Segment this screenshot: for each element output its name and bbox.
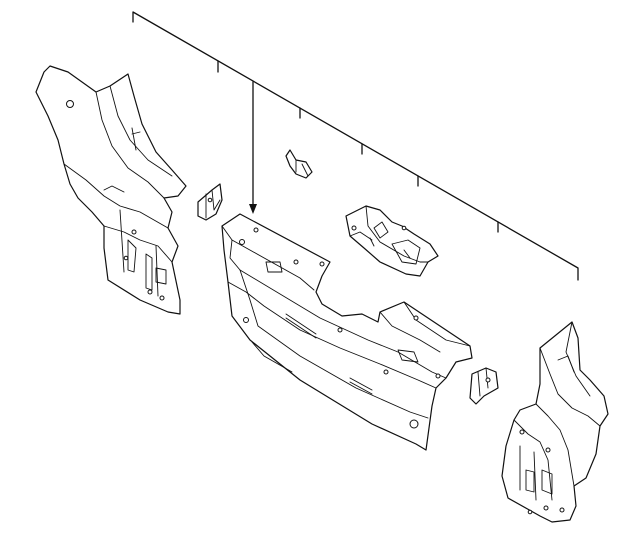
upper-reinforcement: [345, 205, 439, 277]
callout-leader: [132, 11, 579, 281]
left-bracket: [197, 183, 223, 221]
small-clip: [285, 149, 313, 179]
right-side-panel: [501, 321, 609, 523]
right-bracket: [469, 367, 499, 405]
center-dash-panel: [221, 213, 473, 451]
left-side-panel: [35, 65, 187, 315]
